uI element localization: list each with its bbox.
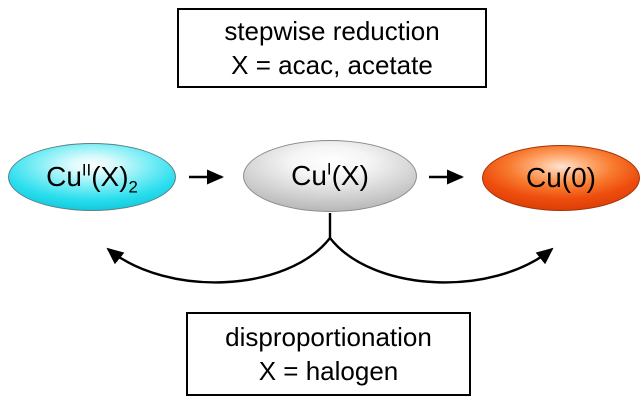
species-cu2-ellipse: CuII(X)2 <box>8 143 176 211</box>
disproportionation-line1: disproportionation <box>225 322 432 352</box>
cu2-stoichiometry: 2 <box>128 177 138 197</box>
disproportionation-line2: X = halogen <box>258 356 399 386</box>
cu1-base: Cu <box>291 160 327 191</box>
disproportionation-box: disproportionation X = halogen <box>186 312 471 396</box>
cu2-base: Cu <box>46 161 82 192</box>
curve-arrow-to-cu2 <box>106 237 331 284</box>
cu1-ligand: (X) <box>331 160 369 191</box>
species-cu0-ellipse: Cu(0) <box>482 145 640 211</box>
species-cu2-label: CuII(X)2 <box>46 160 138 195</box>
cu1-oxidation-state: I <box>326 159 332 179</box>
species-cu1-label: CuI(X) <box>291 160 369 192</box>
stepwise-reduction-box: stepwise reduction X = acac, acetate <box>177 8 487 88</box>
cu2-oxidation-state: II <box>81 160 92 180</box>
curve-arrow-to-cu0 <box>329 237 554 284</box>
cu2-ligand: (X) <box>91 161 129 192</box>
species-cu0-label: Cu(0) <box>525 162 596 193</box>
stepwise-reduction-line2: X = acac, acetate <box>231 50 433 80</box>
stepwise-reduction-line1: stepwise reduction <box>224 16 440 46</box>
species-cu1-ellipse: CuI(X) <box>243 140 417 212</box>
